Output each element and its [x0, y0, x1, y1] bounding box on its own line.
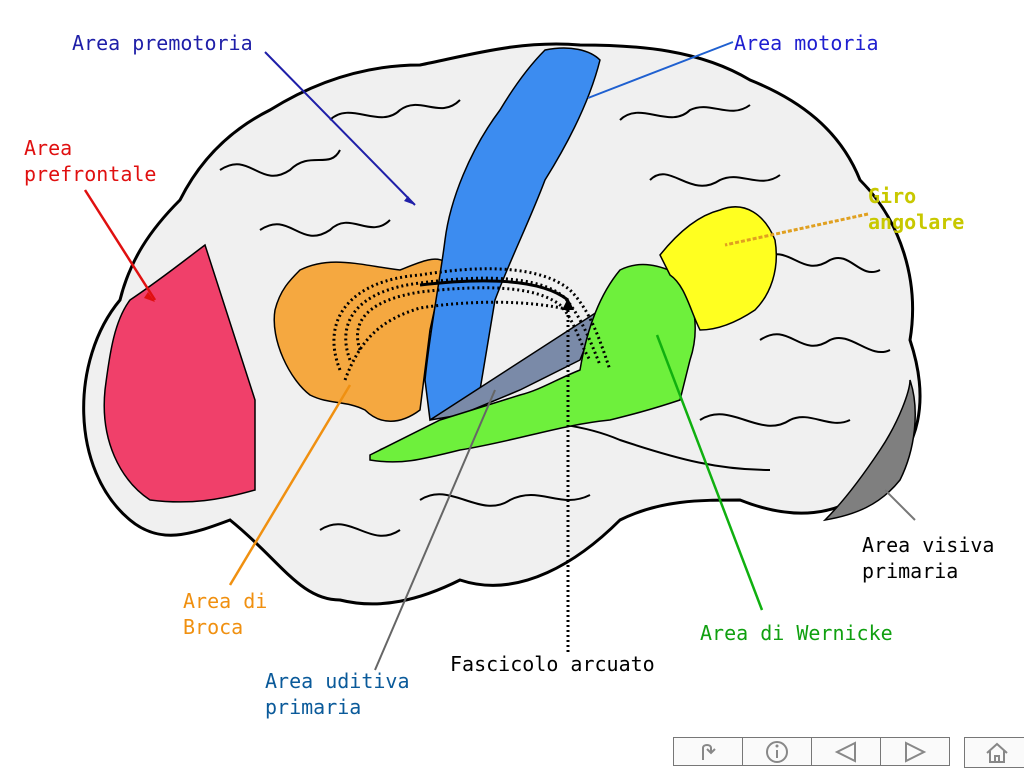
arcuate-fasciculus [332, 267, 612, 652]
home-icon [986, 742, 1008, 763]
slide-navigation [673, 737, 1024, 768]
visual-area [822, 379, 916, 522]
label-giro-angolare: Giro angolare [868, 184, 965, 234]
label-area-broca: Area di Broca [183, 589, 268, 639]
return-button[interactable] [673, 737, 743, 766]
prefrontale-arrowhead [144, 292, 155, 302]
broca-premotor-area [273, 258, 446, 422]
home-button[interactable] [964, 737, 1024, 768]
fasciculus-solid-line [419, 279, 569, 302]
prev-arrow-icon [834, 740, 856, 763]
label-area-premotoria: Area premotoria [72, 31, 253, 55]
label-area-prefrontale: Area prefrontale [24, 136, 157, 186]
prefrontal-area [103, 243, 256, 503]
info-button[interactable] [742, 737, 812, 766]
visiva-pointer [884, 489, 916, 521]
label-area-uditiva: Area uditiva primaria [265, 669, 410, 719]
motoria-pointer [587, 41, 734, 99]
label-area-motoria: Area motoria [734, 31, 879, 55]
label-fascicolo-arcuato: Fascicolo arcuato [450, 652, 655, 676]
angular-gyrus-area [659, 206, 777, 331]
broca-pointer [228, 384, 352, 586]
return-icon [702, 743, 716, 760]
uditiva-pointer [374, 389, 496, 671]
next-button[interactable] [880, 737, 950, 766]
previous-button[interactable] [811, 737, 881, 766]
fasciculus-arrowhead [562, 298, 574, 310]
info-icon [766, 740, 788, 763]
next-arrow-icon [905, 740, 927, 763]
label-area-wernicke: Area di Wernicke [700, 621, 893, 645]
giro-pointer [724, 212, 869, 247]
premotoria-arrowhead [404, 196, 415, 205]
motor-area [424, 47, 601, 422]
label-area-visiva: Area visiva primaria [862, 533, 995, 583]
wernicke-pointer [655, 334, 764, 611]
premotoria-pointer [264, 51, 416, 206]
prefrontale-pointer [83, 189, 157, 301]
